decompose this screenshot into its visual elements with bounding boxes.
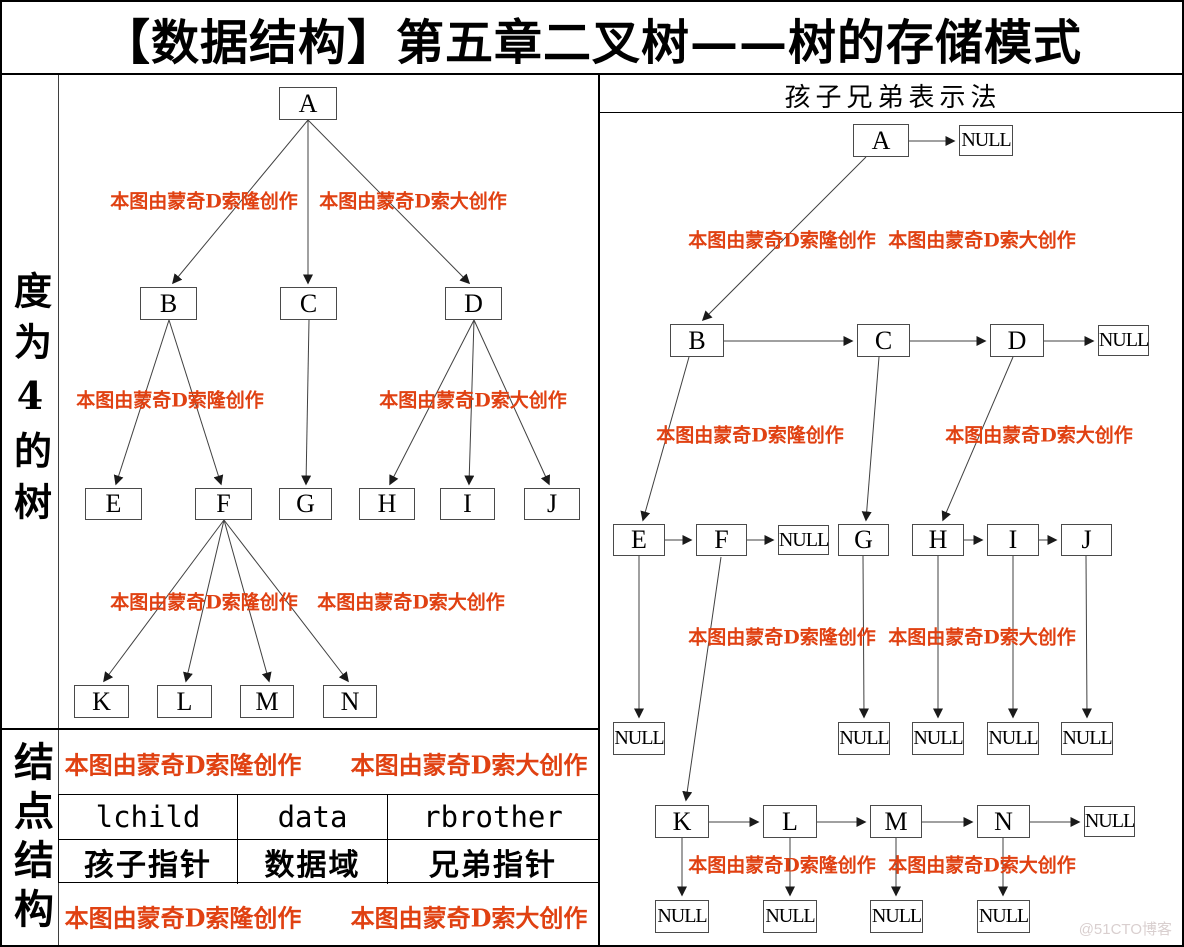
edge-b-e bbox=[113, 319, 170, 486]
left-tree-node-i: I bbox=[440, 488, 495, 520]
null-box-h-child: NULL bbox=[912, 722, 964, 755]
left-tree-node-j: J bbox=[524, 488, 580, 520]
left-tree-node-a: A bbox=[279, 87, 337, 120]
null-box-f-sibling: NULL bbox=[778, 525, 829, 555]
left-tree-node-m: M bbox=[240, 685, 294, 718]
cs-node-d: D bbox=[990, 324, 1044, 357]
table-header-rbrother: rbrother bbox=[388, 795, 598, 840]
left-tree-node-f: F bbox=[195, 488, 252, 520]
table-cell-sibling-pointer: 兄弟指针 bbox=[429, 848, 557, 883]
edge-d-i bbox=[464, 319, 475, 486]
cs-node-g: G bbox=[838, 524, 889, 556]
page-title: 【数据结构】第五章二叉树——树的存储模式 bbox=[2, 2, 1182, 75]
edge-j-null-child bbox=[1081, 555, 1092, 719]
panel-divider bbox=[598, 75, 600, 945]
null-box-d-sibling: NULL bbox=[1098, 325, 1149, 356]
edge-a-b bbox=[172, 119, 309, 285]
left-tree-node-k: K bbox=[74, 685, 129, 718]
edge-c-g-child bbox=[861, 356, 880, 522]
table-header-lchild: lchild bbox=[59, 795, 238, 840]
creator-watermark-left: 本图由蒙奇D索隆创作 bbox=[688, 854, 876, 877]
null-box-k-child: NULL bbox=[655, 900, 709, 933]
left-tree-node-l: L bbox=[157, 685, 212, 718]
creator-watermark-right: 本图由蒙奇D索大创作 bbox=[319, 190, 507, 213]
cs-node-m: M bbox=[870, 805, 922, 838]
table-cell-data-field: 数据域 bbox=[238, 840, 388, 884]
node-structure-table: lchild data rbrother 孩子指针 数据域 兄弟指针 bbox=[58, 794, 599, 884]
edge-d-j bbox=[473, 319, 551, 486]
creator-watermark-right: 本图由蒙奇D索大创作 bbox=[888, 626, 1076, 649]
creator-watermark-left: 本图由蒙奇D索隆创作 bbox=[656, 424, 844, 447]
creator-watermark-right: 本图由蒙奇D索大创作 bbox=[379, 389, 567, 412]
null-box-e-child: NULL bbox=[613, 722, 665, 755]
edge-f-k-child bbox=[682, 556, 722, 802]
creator-watermark-left: 本图由蒙奇D索隆创作 bbox=[110, 190, 298, 213]
table-header-data: data bbox=[238, 795, 388, 840]
cs-node-h: H bbox=[912, 524, 964, 556]
null-box-m-child: NULL bbox=[870, 900, 923, 933]
cs-node-n: N bbox=[977, 805, 1030, 838]
label-column-divider bbox=[58, 75, 59, 945]
creator-watermark-left: 本图由蒙奇D索隆创作 bbox=[76, 389, 264, 412]
creator-watermark-right: 本图由蒙奇D索大创作 bbox=[350, 903, 588, 933]
left-tree-node-n: N bbox=[323, 685, 377, 718]
null-box-l-child: NULL bbox=[763, 900, 817, 933]
null-box-g-child: NULL bbox=[838, 722, 890, 755]
cs-node-e: E bbox=[613, 524, 665, 556]
left-section-label-node-structure: 结点结构 bbox=[2, 728, 58, 945]
creator-watermark-right: 本图由蒙奇D索大创作 bbox=[945, 424, 1133, 447]
creator-watermark-right: 本图由蒙奇D索大创作 bbox=[317, 591, 505, 614]
cs-node-f: F bbox=[696, 524, 747, 556]
right-list-edges bbox=[634, 136, 1095, 897]
creator-watermark-right: 本图由蒙奇D索大创作 bbox=[888, 854, 1076, 877]
left-section-label-degree4: 度为4的树 bbox=[2, 75, 58, 728]
right-panel-title: 孩子兄弟表示法 bbox=[784, 82, 1002, 113]
table-cell-child-pointer: 孩子指针 bbox=[59, 840, 238, 884]
left-tree-node-e: E bbox=[85, 488, 142, 520]
cs-node-a: A bbox=[853, 124, 909, 157]
left-tree-node-b: B bbox=[140, 287, 197, 320]
edge-b-f bbox=[168, 319, 224, 486]
edge-f-m bbox=[223, 519, 272, 683]
section-divider bbox=[2, 728, 600, 730]
left-section-label-node-structure-text: 结点结构 bbox=[7, 740, 54, 937]
null-box-a-sibling: NULL bbox=[959, 125, 1013, 156]
edge-f-k bbox=[103, 519, 225, 683]
left-tree-edges bbox=[103, 119, 551, 683]
left-tree-node-c: C bbox=[280, 287, 337, 320]
edge-c-g bbox=[301, 319, 312, 486]
null-box-i-child: NULL bbox=[987, 722, 1039, 755]
cs-node-j: J bbox=[1061, 524, 1112, 556]
right-title-underline bbox=[600, 112, 1182, 113]
left-tree-node-h: H bbox=[359, 488, 415, 520]
edge-a-b-child bbox=[701, 156, 867, 322]
cs-node-k: K bbox=[655, 805, 709, 838]
creator-watermark-left: 本图由蒙奇D索隆创作 bbox=[64, 750, 302, 780]
edge-d-h bbox=[389, 319, 475, 486]
cs-node-i: I bbox=[987, 524, 1039, 556]
creator-watermark-left: 本图由蒙奇D索隆创作 bbox=[64, 903, 302, 933]
creator-watermark-left: 本图由蒙奇D索隆创作 bbox=[688, 229, 876, 252]
left-section-label-degree4-text: 度为4的树 bbox=[7, 270, 53, 533]
site-watermark: @51CTO博客 bbox=[1078, 921, 1172, 938]
cs-node-b: B bbox=[670, 324, 724, 357]
creator-watermark-left: 本图由蒙奇D索隆创作 bbox=[688, 626, 876, 649]
creator-watermark-right: 本图由蒙奇D索大创作 bbox=[888, 229, 1076, 252]
cs-node-c: C bbox=[857, 324, 910, 357]
edge-f-n bbox=[223, 519, 349, 683]
left-tree-node-g: G bbox=[279, 488, 332, 520]
edge-b-e-child bbox=[640, 356, 690, 522]
left-tree-node-d: D bbox=[445, 287, 502, 320]
creator-watermark-right: 本图由蒙奇D索大创作 bbox=[350, 750, 588, 780]
null-box-j-child: NULL bbox=[1061, 722, 1113, 755]
cs-node-l: L bbox=[763, 805, 817, 838]
creator-watermark-left: 本图由蒙奇D索隆创作 bbox=[110, 591, 298, 614]
null-box-n-child: NULL bbox=[977, 900, 1030, 933]
edge-g-null-child bbox=[858, 555, 869, 719]
edge-a-d bbox=[307, 119, 471, 285]
null-box-n-sibling: NULL bbox=[1084, 806, 1135, 837]
edge-d-h-child bbox=[941, 356, 1014, 522]
edge-f-l bbox=[183, 519, 225, 683]
